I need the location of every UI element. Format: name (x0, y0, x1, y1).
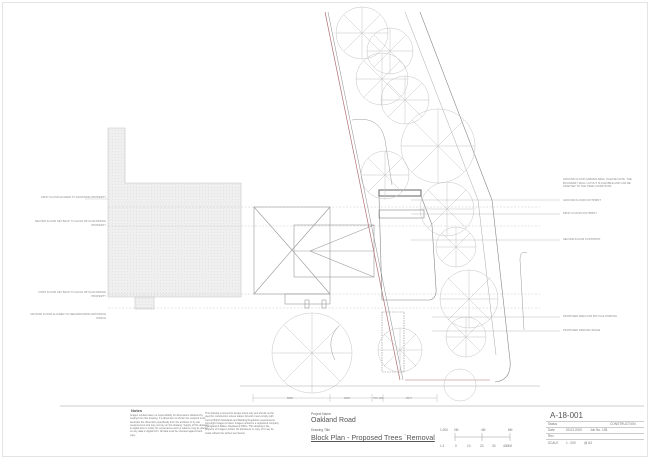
project-name-label: Project Name (311, 412, 331, 416)
date-value: 03.03.2020 (566, 428, 582, 432)
rev-label: Rev (548, 434, 554, 438)
annotation-second-floor-setback: SECOND FLOOR SET BACK TO ALIGN WITH ADJO… (34, 220, 106, 227)
scale-tick: 8M (508, 428, 513, 432)
meta-divider (546, 439, 644, 440)
dimension-value: 5866 (287, 397, 293, 400)
tree-icon (439, 269, 499, 329)
scale-bar (454, 433, 511, 441)
scale-tick: 4M (481, 428, 486, 432)
annotation-first-floor-setback: FIRST FLOOR SET BACK TO ALIGN WITH ADJOI… (38, 291, 106, 298)
notes-heading: Notes (131, 408, 143, 413)
trees (271, 6, 499, 402)
annotation-ground-floor-footprint: GROUND FLOOR FOOTPRINT (563, 199, 601, 202)
date-label: Date (548, 428, 555, 432)
annotation-bicycle-parking: PROPOSED AREA FOR BICYCLE PARKING (563, 315, 618, 318)
alignment-lines (108, 206, 540, 309)
scale-ratio-bottom: 1:1 (440, 444, 445, 448)
annotation-parking-space: PROPOSED PARKING SPACE (563, 329, 601, 332)
job-no-value: 135 (602, 428, 608, 432)
notes-column-1: Images Limited takes no responsibility f… (130, 414, 208, 437)
right-leaders (411, 199, 560, 332)
existing-building (253, 206, 375, 309)
dimension-value: 900 (379, 397, 384, 400)
tree-icon (355, 52, 409, 106)
proposed-building (378, 189, 437, 373)
tree-icon (271, 312, 353, 394)
tree-icon (335, 6, 389, 60)
scale-value: 1 : 200 (566, 441, 576, 445)
drawing-title-label: Drawing Title (311, 428, 331, 432)
tree-icon (360, 150, 410, 200)
scale-tick: 10 (467, 444, 471, 448)
tree-icon (435, 226, 477, 268)
status-value: CONSTRUCTION (610, 422, 636, 426)
project-name: Oakland Road (311, 417, 356, 424)
annotation-first-floor-footprint: FIRST FLOOR FOOTPRINT (563, 212, 597, 215)
adjoining-property (107, 127, 242, 310)
scale-ratio-top: 1:200 (440, 428, 448, 432)
dimension-value: 750 (373, 397, 378, 400)
scale-tick: 40MM (503, 444, 512, 448)
annotation-garden-area: GROUND FLOOR GARDEN AREA. PLEASE NOTE, T… (563, 178, 632, 189)
status-label: Status (548, 422, 558, 426)
scale-tick: 0M (454, 428, 459, 432)
tree-icon (377, 327, 423, 373)
tree-icon (400, 108, 476, 184)
meta-divider (546, 433, 644, 434)
dimension-line (252, 394, 438, 402)
annotation-ground-floor-porch: GROUND FLOOR ALIGNED TO NEIGHBOURING ENT… (30, 313, 106, 320)
scale-label: SCALE (548, 441, 559, 445)
tree-icon (366, 27, 414, 75)
site-boundary (324, 11, 511, 383)
scale-tick: 30 (492, 444, 496, 448)
meta-divider (546, 427, 644, 428)
paper-size: @ A3 (584, 441, 592, 445)
annotation-first-floor-aligned: FIRST FLOOR ALIGNED TO ADJOINING PROPERT… (41, 196, 106, 199)
drawing-number: A-18-001 (550, 411, 583, 420)
tree-icon (443, 368, 477, 402)
drawing-title: Block Plan - Proposed Trees `Removal (311, 433, 435, 442)
job-no-label: Job No. (590, 428, 601, 432)
meta-divider (546, 421, 644, 422)
tree-icon (445, 316, 487, 358)
dimension-value: 3577 (406, 397, 412, 400)
annotation-second-floor-footprint: SECOND FLOOR FOOTPRINT (563, 238, 601, 241)
tree-icon (419, 181, 475, 237)
scale-tick: 20 (480, 444, 484, 448)
scale-tick: 0 (455, 444, 457, 448)
notes-column-2: This drawing is issued for design intent… (205, 412, 279, 435)
dimension-value: 3026 (344, 397, 350, 400)
tree-icon (380, 75, 430, 125)
